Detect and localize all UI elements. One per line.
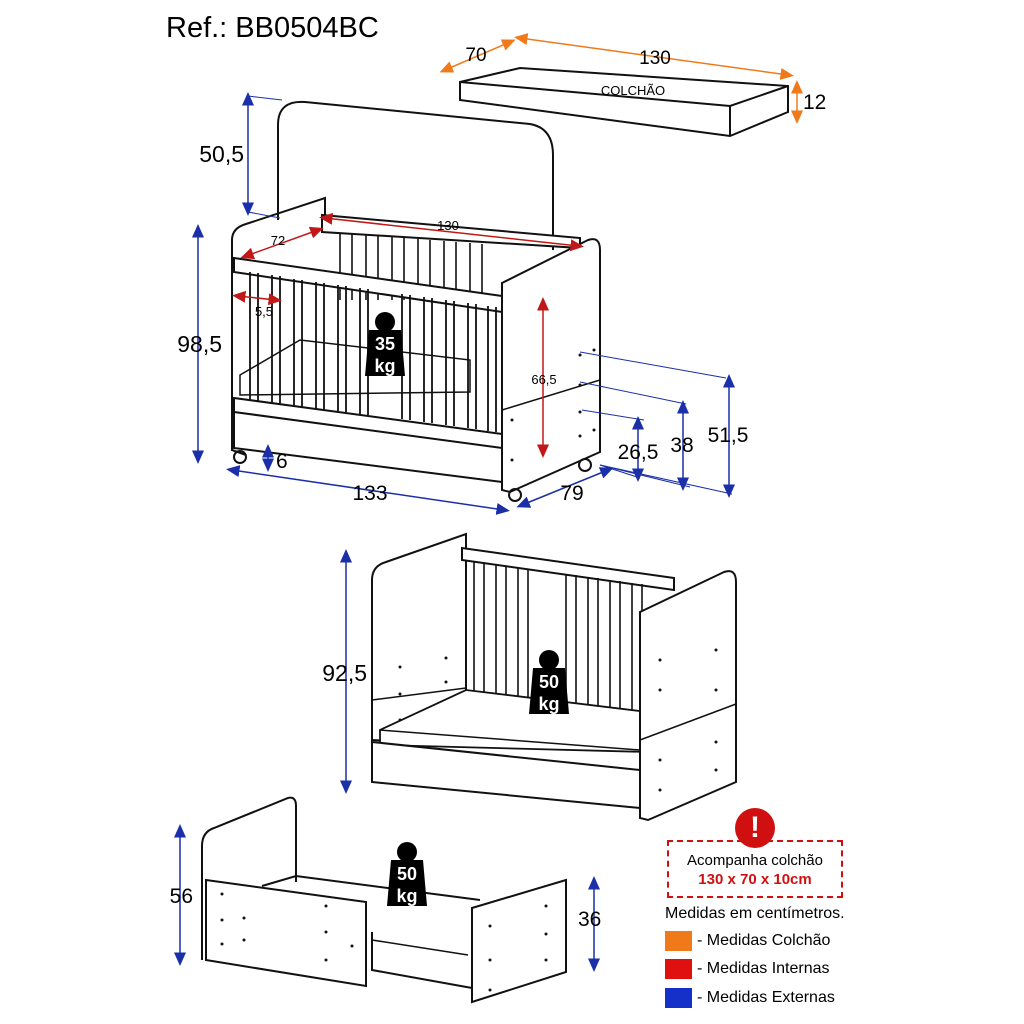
crib-load-unit: kg (374, 356, 395, 376)
legend-item-internal: - Medidas Internas (665, 959, 830, 979)
mattress-length-arrow (514, 33, 794, 80)
crib-height-2-label: 38 (670, 434, 693, 457)
bed-load-value: 50 (539, 672, 559, 692)
reference-title: Ref.: BB0504BC (166, 12, 379, 44)
desk-load-value: 50 (397, 864, 417, 884)
bed-height-label: 92,5 (322, 660, 367, 686)
crib-outer-length-arrow (226, 465, 510, 515)
legend-item-external: - Medidas Externas (665, 988, 835, 1008)
bed-load-unit: kg (538, 694, 559, 714)
crib-height-3-label: 51,5 (708, 424, 749, 447)
legend-swatch-orange (665, 931, 692, 951)
crib-top-height-label: 50,5 (199, 141, 244, 167)
legend-label-internal: - Medidas Internas (697, 960, 830, 977)
crib-outer-depth-label: 79 (560, 482, 583, 505)
crib-inner-length-arrow (319, 212, 584, 252)
crib-slat-gap-label: 5,5 (255, 304, 273, 319)
crib-slat-gap-arrow (232, 290, 282, 306)
desk-height-right-label: 36 (578, 908, 601, 931)
mattress-drawing (459, 66, 789, 138)
crib-total-height-label: 98,5 (177, 331, 222, 357)
legend-item-mattress: - Medidas Colchão (665, 931, 830, 951)
crib-outer-length-label: 133 (352, 482, 387, 505)
legend-swatch-blue (665, 988, 692, 1008)
crib-outer-depth-arrow (516, 467, 614, 508)
crib-inner-width-label: 72 (271, 233, 285, 248)
mattress-included-text: Acompanha colchão (687, 852, 823, 869)
crib-inner-width-arrow (240, 226, 324, 260)
mattress-height-label: 12 (803, 91, 826, 114)
crib-inner-length-label: 130 (437, 218, 459, 233)
crib-inner-height-label: 66,5 (531, 372, 556, 387)
crib-wheel-height-label: 6 (276, 450, 288, 473)
desk-height-left-label: 56 (170, 885, 193, 908)
mattress-included-size: 130 x 70 x 10cm (698, 871, 812, 888)
alert-icon: ! (735, 808, 775, 848)
mattress-included-box: Acompanha colchão 130 x 70 x 10cm (667, 840, 843, 898)
desk-drawing (201, 796, 567, 1004)
crib-height-1-label: 26,5 (618, 441, 659, 464)
mattress-width-arrow (439, 39, 516, 73)
desk-load-unit: kg (396, 886, 417, 906)
crib-load-value: 35 (375, 334, 395, 354)
bed-drawing (371, 532, 737, 822)
units-note: Medidas em centímetros. (665, 905, 845, 922)
crib-drawing (231, 100, 601, 502)
mattress-width-label: 70 (465, 45, 486, 66)
mattress-length-label: 130 (639, 48, 671, 69)
legend-swatch-red (665, 959, 692, 979)
legend-label-mattress: - Medidas Colchão (697, 932, 831, 949)
mattress-label: COLCHÃO (601, 83, 665, 98)
legend-label-external: - Medidas Externas (697, 989, 835, 1006)
